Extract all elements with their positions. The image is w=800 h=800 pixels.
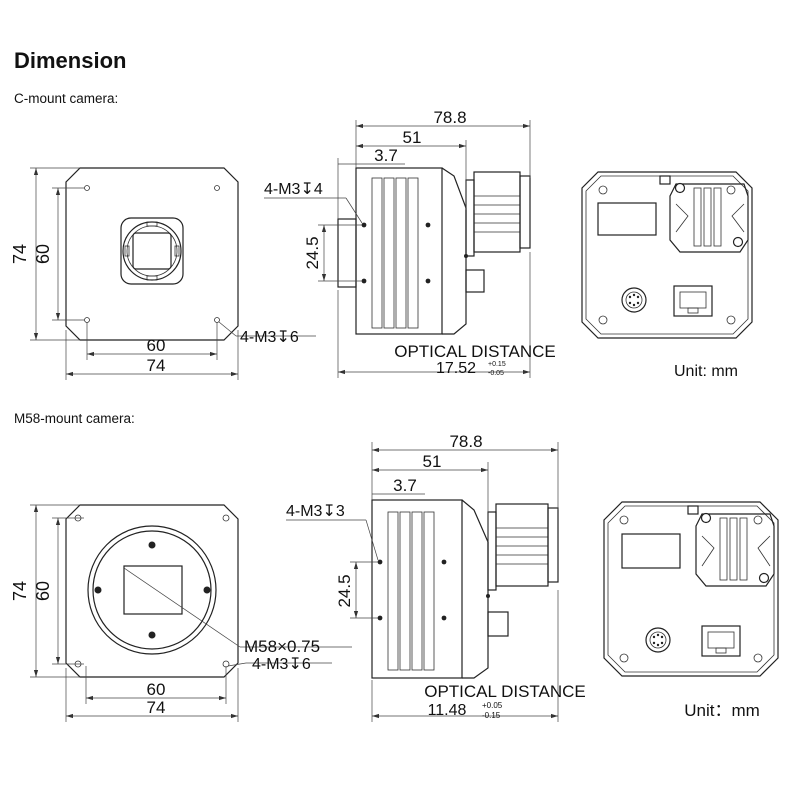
c-optical-distance-value: 17.52 (436, 360, 476, 377)
c-mount-section-label: C-mount camera: (14, 91, 119, 106)
m58-side-hole-callout: 4-M3↧3 (286, 503, 345, 520)
page-title: Dimension (14, 48, 127, 73)
c-front-hole-callout: 4-M3↧6 (240, 329, 299, 346)
m58-optical-distance-value: 11.48 (428, 702, 467, 719)
m58-optical-tol-minus: -0.15 (482, 711, 501, 720)
m58-back-io-connector (645, 627, 671, 653)
c-side-length-body: 51 (403, 128, 422, 147)
c-side-length-front: 3.7 (374, 146, 398, 165)
c-back-ethernet-port (673, 285, 713, 317)
m58-side-view: 78.8 51 3.7 24.5 4-M3↧3 OPTICAL DISTANCE… (286, 432, 586, 722)
m58-side-length-body: 51 (423, 452, 442, 471)
m58-mount-section-label: M58-mount camera: (14, 411, 135, 426)
m58-front-hole-callout: 4-M3↧6 (252, 656, 311, 673)
c-optical-tol-minus: -0.05 (488, 370, 504, 377)
m58-back-ethernet-port (701, 625, 741, 657)
m58-side-length-total: 78.8 (449, 432, 482, 451)
c-back-heatsink (669, 182, 749, 253)
m58-side-length-front: 3.7 (393, 476, 417, 495)
c-optical-tol-plus: +0.15 (488, 361, 506, 368)
c-front-height-outer: 74 (10, 244, 30, 264)
m58-front-width-outer: 74 (147, 698, 166, 717)
m58-thread-callout: M58×0.75 (244, 637, 320, 656)
c-mount-back-view (581, 171, 753, 339)
m58-front-height-outer: 74 (10, 581, 30, 601)
c-mount-side-view: 78.8 51 3.7 24.5 4-M3↧4 OPTICAL DISTANCE… (264, 108, 556, 378)
m58-optical-distance-label: OPTICAL DISTANCE (424, 682, 586, 701)
m58-lens-mount (87, 525, 217, 655)
m58-side-height-holes: 24.5 (335, 574, 354, 607)
c-optical-distance-label: OPTICAL DISTANCE (394, 342, 556, 361)
c-front-width-outer: 74 (147, 356, 166, 375)
c-mount-lens-mount (120, 217, 184, 285)
m58-back-heatsink (695, 512, 775, 587)
m58-unit-label: Unit：mm (684, 701, 760, 720)
c-front-width-inner: 60 (147, 336, 166, 355)
c-unit-label: Unit: mm (674, 363, 738, 380)
c-back-io-connector (621, 287, 647, 313)
m58-optical-tol-plus: +0.05 (482, 701, 503, 710)
c-side-hole-callout: 4-M3↧4 (264, 181, 323, 198)
c-front-height-inner: 60 (33, 244, 53, 264)
m58-front-width-inner: 60 (147, 680, 166, 699)
c-side-height-holes: 24.5 (303, 236, 322, 269)
c-mount-front-view: 74 60 60 74 4-M3↧6 (10, 167, 316, 380)
m58-back-view (603, 501, 779, 677)
c-side-length-total: 78.8 (433, 108, 466, 127)
m58-front-height-inner: 60 (33, 581, 53, 601)
m58-front-view: 74 60 60 74 M58×0.75 4-M3↧6 (10, 504, 352, 722)
